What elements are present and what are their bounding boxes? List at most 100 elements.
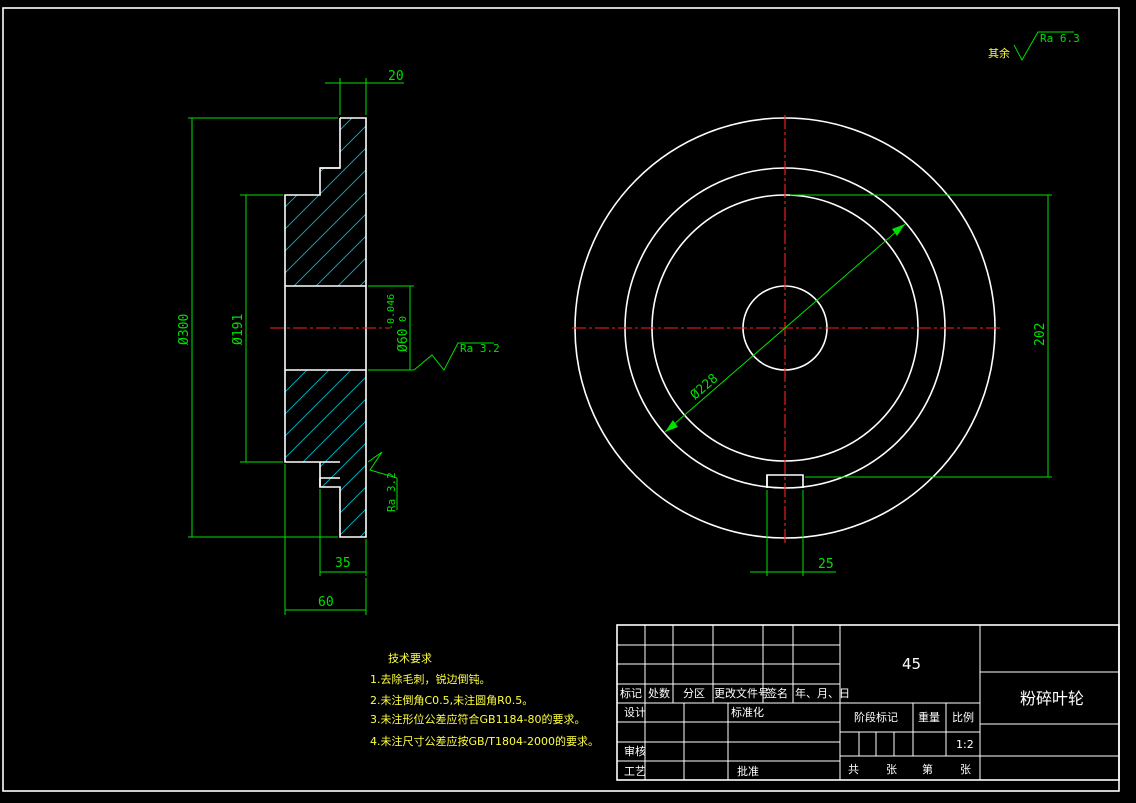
section-view: 20 Ø300 Ø191 Ø60 -0.046 0 Ra 3.2 Ra 3.2 …	[0, 0, 882, 615]
note-2: 2.未注倒角C0.5,未注圆角R0.5。	[370, 693, 533, 707]
hatch-line	[327, 118, 366, 286]
hatch-line	[0, 147, 266, 547]
note-4: 4.未注尺寸公差应按GB/T1804-2000的要求。	[370, 734, 599, 748]
hatch-line	[285, 370, 333, 537]
hatch-line	[285, 118, 366, 286]
hatch-line	[482, 0, 882, 296]
hatch-line	[285, 370, 366, 537]
hatch-line	[438, 0, 838, 296]
rev-header-sign: 签名	[766, 686, 788, 700]
dim-hub-width: 35	[335, 556, 351, 571]
hatch-line	[349, 118, 366, 286]
hatch-line	[394, 0, 794, 296]
label-process: 工艺	[624, 765, 646, 778]
roughness-bore: Ra 3.2	[460, 342, 500, 355]
roughness-face: Ra 3.2	[385, 472, 398, 512]
label-standardize: 标准化	[731, 705, 764, 719]
dim-outer-dia: Ø300	[177, 314, 192, 345]
hatch-line	[285, 370, 366, 537]
hatch-line	[372, 0, 772, 296]
label-sheet-unit: 张	[960, 763, 971, 776]
hatch-line	[285, 118, 366, 286]
note-1: 1.去除毛刺，锐边倒钝。	[370, 672, 491, 686]
label-weight: 重量	[918, 710, 940, 724]
hatch-line	[285, 118, 366, 286]
front-view: Ø228 202 25	[572, 115, 1052, 576]
label-review: 审核	[624, 744, 646, 758]
rev-header-date: 年、月、日	[795, 686, 850, 700]
dim-bore-tol0: 0	[398, 316, 409, 322]
hatch-line	[285, 370, 366, 537]
label-scale: 比例	[952, 710, 974, 724]
hatch-line	[285, 370, 366, 537]
hatch-line	[285, 370, 355, 537]
dim-bore-tol: -0.046	[386, 294, 397, 330]
dim-total-width: 60	[318, 595, 334, 610]
hatch-line	[285, 118, 366, 286]
hatch-line	[285, 118, 366, 286]
hatch-line	[285, 118, 366, 286]
label-design: 设计	[624, 706, 646, 719]
hatch-line	[416, 0, 816, 296]
hatch-line	[285, 370, 366, 537]
hatch-line	[0, 0, 266, 296]
dim-step-dia: Ø191	[231, 314, 246, 345]
technical-notes: 技术要求 1.去除毛刺，锐边倒钝。 2.未注倒角C0.5,未注圆角R0.5。 3…	[370, 652, 599, 748]
hatch-line	[285, 118, 366, 286]
label-stage-mark: 阶段标记	[854, 710, 898, 724]
hatch-line	[285, 370, 311, 537]
hatch-line	[372, 147, 772, 547]
hatch-line	[285, 118, 366, 286]
roughness-general-value: Ra 6.3	[1040, 32, 1080, 45]
scale-value: 1:2	[956, 738, 974, 751]
dim-height-202: 202	[1033, 323, 1048, 346]
hatch-line	[285, 370, 366, 537]
dim-top-width: 20	[388, 69, 404, 84]
hatch-line	[285, 370, 289, 537]
label-approve: 批准	[737, 764, 759, 778]
hatch-line	[285, 118, 366, 286]
roughness-symbol-icon	[413, 342, 494, 371]
material-value: 45	[902, 655, 921, 673]
note-3: 3.未注形位公差应符合GB1184-80的要求。	[370, 712, 586, 726]
hatch-line	[285, 370, 366, 537]
label-sheet-no: 第	[922, 762, 933, 776]
hatch-line	[285, 118, 333, 286]
rev-header-zone: 分区	[683, 687, 705, 700]
hatch-line	[0, 147, 200, 547]
rev-header-count: 处数	[648, 687, 670, 700]
label-sheets: 张	[886, 763, 897, 776]
roughness-face-icon	[367, 451, 398, 510]
hatch-line	[285, 118, 366, 286]
hatch-line	[285, 118, 366, 286]
drawing-frame	[2, 7, 1120, 792]
hatch-line	[285, 118, 355, 286]
hatch-line	[460, 0, 860, 296]
part-name: 粉碎叶轮	[1020, 689, 1084, 708]
hatch-line	[0, 0, 200, 296]
hatch-line	[285, 118, 311, 286]
rev-header-doc: 更改文件号	[714, 686, 769, 700]
section-hatching	[0, 0, 882, 547]
hatch-line	[285, 118, 366, 286]
hatch-line	[285, 370, 366, 537]
hatch-line	[0, 0, 222, 296]
hatch-line	[285, 118, 366, 286]
dim-bore-dia: Ø60	[396, 329, 411, 352]
rev-header-mark: 标记	[620, 686, 642, 700]
general-roughness: 其余 Ra 6.3	[988, 31, 1080, 62]
dim-slot-width: 25	[818, 557, 834, 572]
label-total: 共	[848, 763, 859, 776]
notes-title: 技术要求	[388, 652, 432, 665]
hatch-line	[0, 147, 244, 547]
hatch-line	[0, 0, 244, 296]
hatch-line	[285, 118, 289, 286]
hatch-line	[0, 147, 222, 547]
roughness-general-label: 其余	[988, 46, 1010, 60]
hatch-line	[285, 370, 366, 537]
hatch-line	[285, 118, 366, 286]
roughness-general-icon	[1013, 31, 1074, 62]
title-block: 标记 处数 分区 更改文件号 签名 年、月、日 设计 标准化 审核 工艺 批准 …	[616, 624, 1120, 781]
hatch-line	[285, 118, 366, 286]
